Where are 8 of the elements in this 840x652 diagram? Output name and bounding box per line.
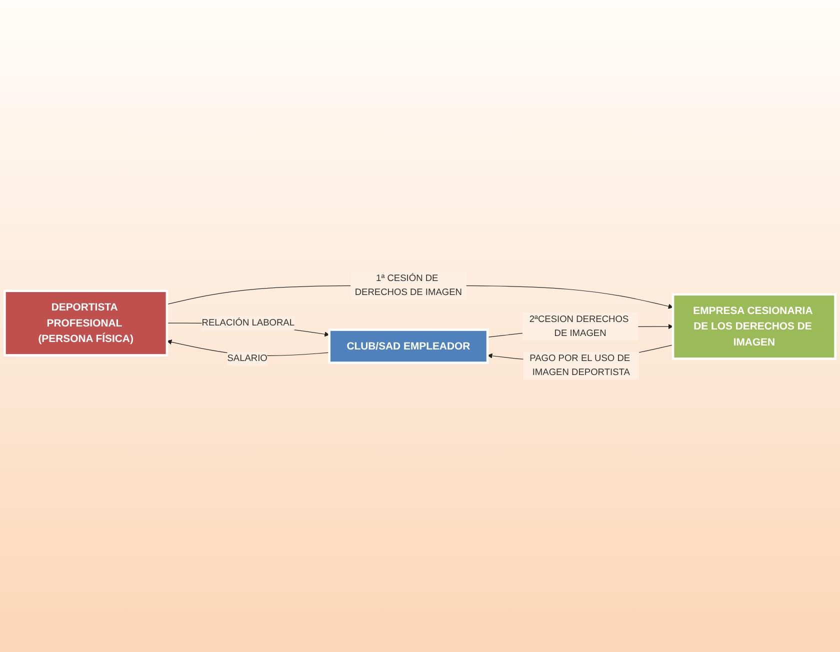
node-box: EMPRESA CESIONARIA DE LOS DERECHOS DE IMAGEN (672, 294, 836, 360)
edge-label: PAGO POR EL USO DE IMAGEN DEPORTISTA (530, 354, 630, 378)
edge-label: RELACIÓN LABORAL (202, 318, 295, 328)
edge-label: SALARIO (227, 354, 268, 364)
node-box: DEPORTISTA PROFESIONAL (PERSONA FÍSICA) (4, 290, 168, 357)
node-box: CLUB/SAD EMPLEADOR (328, 328, 489, 364)
edge-label: 2ªCESION DERECHOS DE IMAGEN (529, 314, 629, 338)
edge-label: 1ª CESIÓN DE DERECHOS DE IMAGEN (354, 274, 462, 298)
